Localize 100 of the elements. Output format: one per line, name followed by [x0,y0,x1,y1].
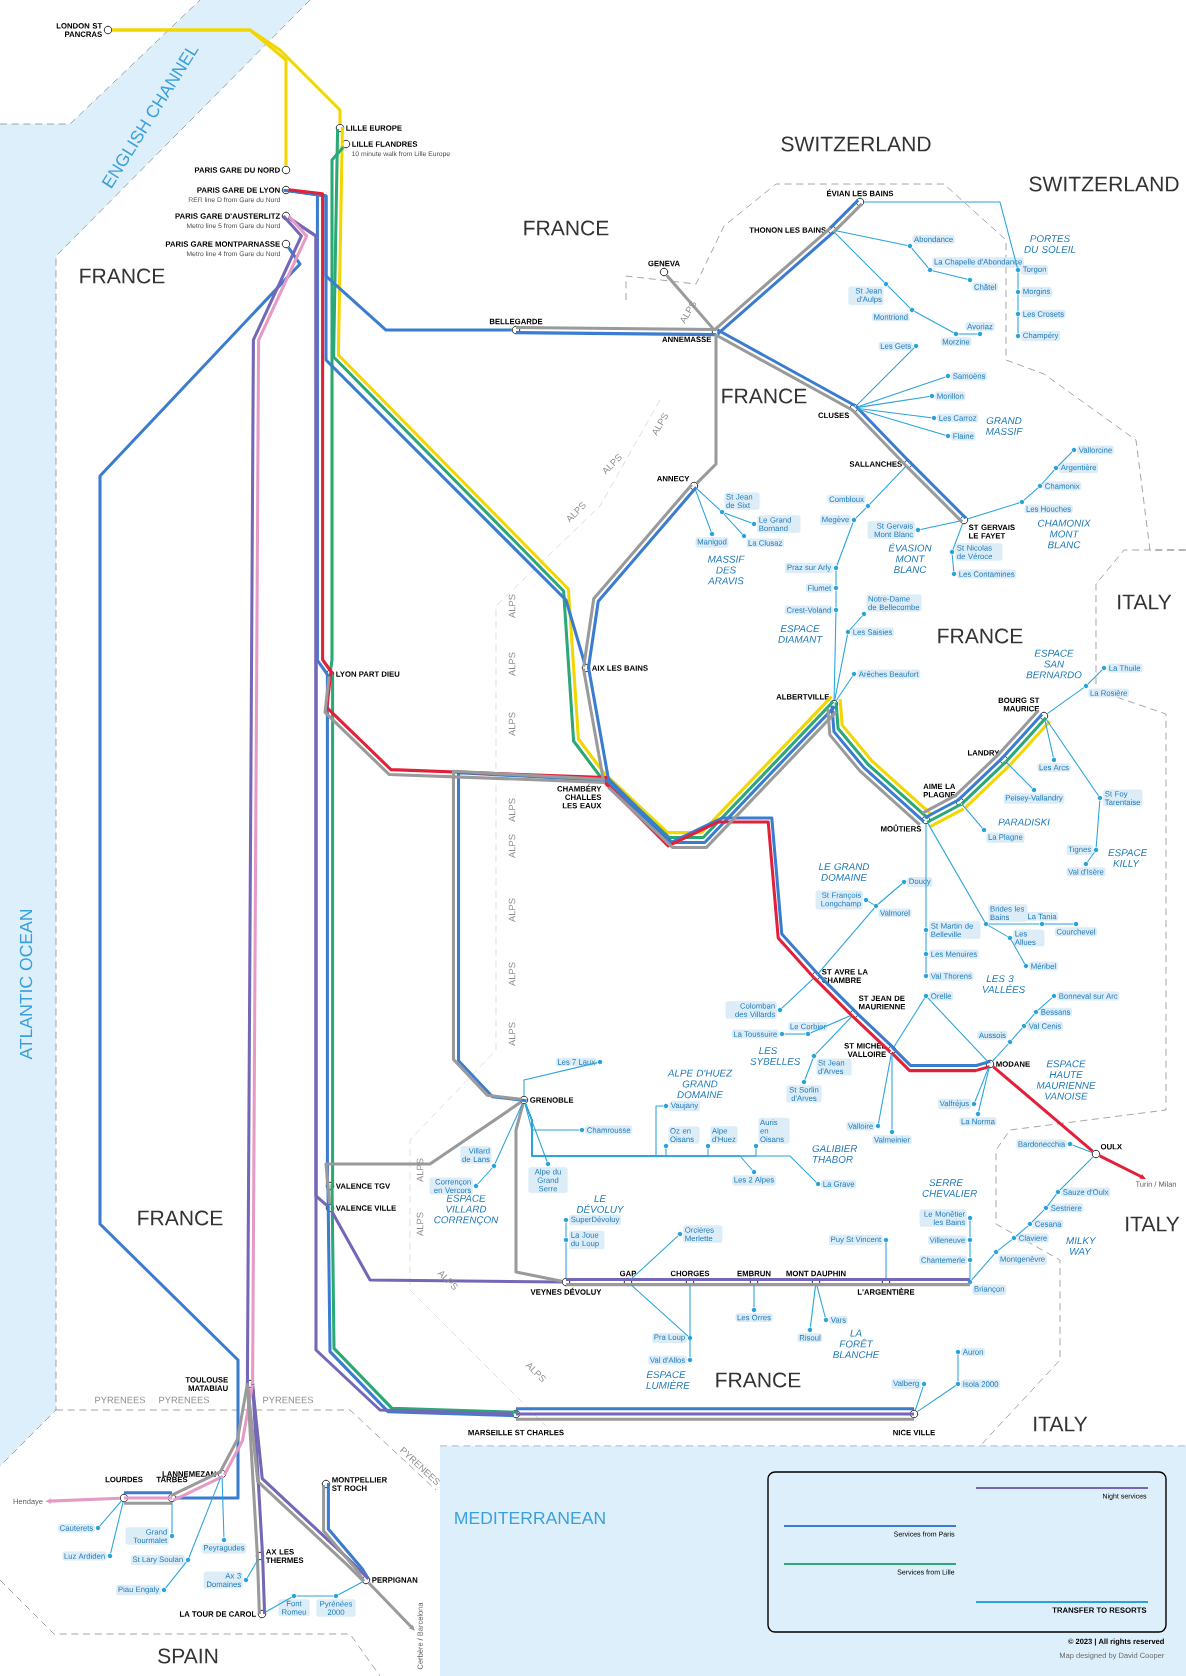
transfer-line [1010,939,1026,965]
transfer-line [1072,1144,1093,1154]
rail-line [566,1277,628,1281]
transfer-line [835,230,908,246]
transfer-line [816,1285,826,1318]
transfer-line [753,1285,755,1308]
sea-label: ATLANTIC OCEAN [19,909,33,1060]
transfer-line [863,201,1018,268]
transfer-line [1006,762,1033,789]
rail-line [516,331,716,337]
rail-line [324,1101,522,1204]
transfer-line [987,924,1009,938]
rail-line [261,1555,267,1614]
transfer-line [932,270,968,280]
transfer-line [916,1385,957,1413]
country-label: FRANCE [722,388,807,404]
transfer-line [869,466,906,505]
transfer-line [992,1043,1009,1062]
transfer-line [893,997,926,1047]
transfer-line [988,923,1040,925]
transfer-line [925,823,927,928]
rail-line [921,793,958,815]
country-label: ITALY [1034,1416,1088,1432]
transfer-line [856,347,915,406]
rail-line [628,1283,690,1287]
transfer-line [1011,1027,1023,1041]
transfer-line [1045,718,1099,797]
transfer-line [809,1285,816,1328]
transfer-line [857,408,932,419]
transfer-line [885,1242,887,1279]
transfer-line [804,1058,814,1081]
country-label: FRANCE [716,1372,801,1388]
rail-line [928,807,965,829]
transfer-line [815,1016,852,1055]
transfer-line [834,232,885,283]
country-label: SPAIN [158,1648,218,1664]
transfer-line [857,376,946,408]
transfer-line [1057,451,1073,467]
transfer-line [891,1053,893,1130]
rail-line [992,1065,1094,1153]
rail-line [124,1491,172,1495]
transfer-line [1046,687,1085,715]
transfer-line [1087,669,1103,685]
transfer-line [1044,923,1074,925]
transfer-line [1044,719,1054,758]
country-label: SWITZERLAND [781,136,931,152]
transfer-line [525,1103,817,1183]
transfer-line [818,907,875,974]
transfer-line [781,978,814,1009]
transfer-line [565,1242,567,1279]
transfer-line [971,1253,995,1281]
rail-line [98,246,302,1500]
rail-line [124,1496,172,1500]
country-label: ITALY [1126,1216,1180,1232]
transfer-line [877,883,903,905]
transfer-line [246,1559,259,1579]
transfer-line [1047,1193,1057,1207]
transfer-line [952,523,964,550]
transfer-line [857,408,946,436]
rail-line [329,146,345,671]
transfer-line [724,512,752,524]
transfer-line [809,1015,851,1034]
transfer-line [784,1033,806,1035]
rail-line [695,336,718,485]
rail-line [516,1407,914,1411]
rail-line [516,325,716,331]
transfer-line [1017,316,1019,334]
transfer-line [524,1103,548,1162]
transfer-line [110,1501,124,1554]
transfer-line [723,513,743,535]
transfer-line [958,333,978,335]
transfer-line [974,1067,989,1103]
transfer-line [99,1500,122,1527]
country-label: ITALY [1118,594,1172,610]
country-label: FRANCE [938,628,1023,644]
transfer-line [337,1581,363,1596]
transfer-line [523,1062,598,1097]
rail-line [890,1051,990,1073]
transfer-line [1037,997,1053,1011]
transfer-line [969,1242,971,1258]
rail-line [112,28,288,166]
transfer-line [957,1354,959,1382]
rail-line [516,1412,914,1416]
rail-line [891,1046,991,1067]
transfer-line [969,1262,971,1280]
transfer-line [978,1067,990,1112]
transfer-line [1087,851,1095,863]
transfer-line [630,1235,679,1280]
rail-line [331,674,335,1186]
transfer-line [913,310,955,334]
transfer-line [477,1167,493,1185]
rail-line [754,1283,816,1287]
rail-line [566,1283,628,1287]
country-label: FRANCE [80,268,165,284]
transfer-line [887,285,911,309]
transfer-line [188,1477,221,1559]
transfer-line [835,570,837,586]
transfer-line [951,554,955,572]
rail-line [289,189,587,665]
rail-line [581,668,605,781]
